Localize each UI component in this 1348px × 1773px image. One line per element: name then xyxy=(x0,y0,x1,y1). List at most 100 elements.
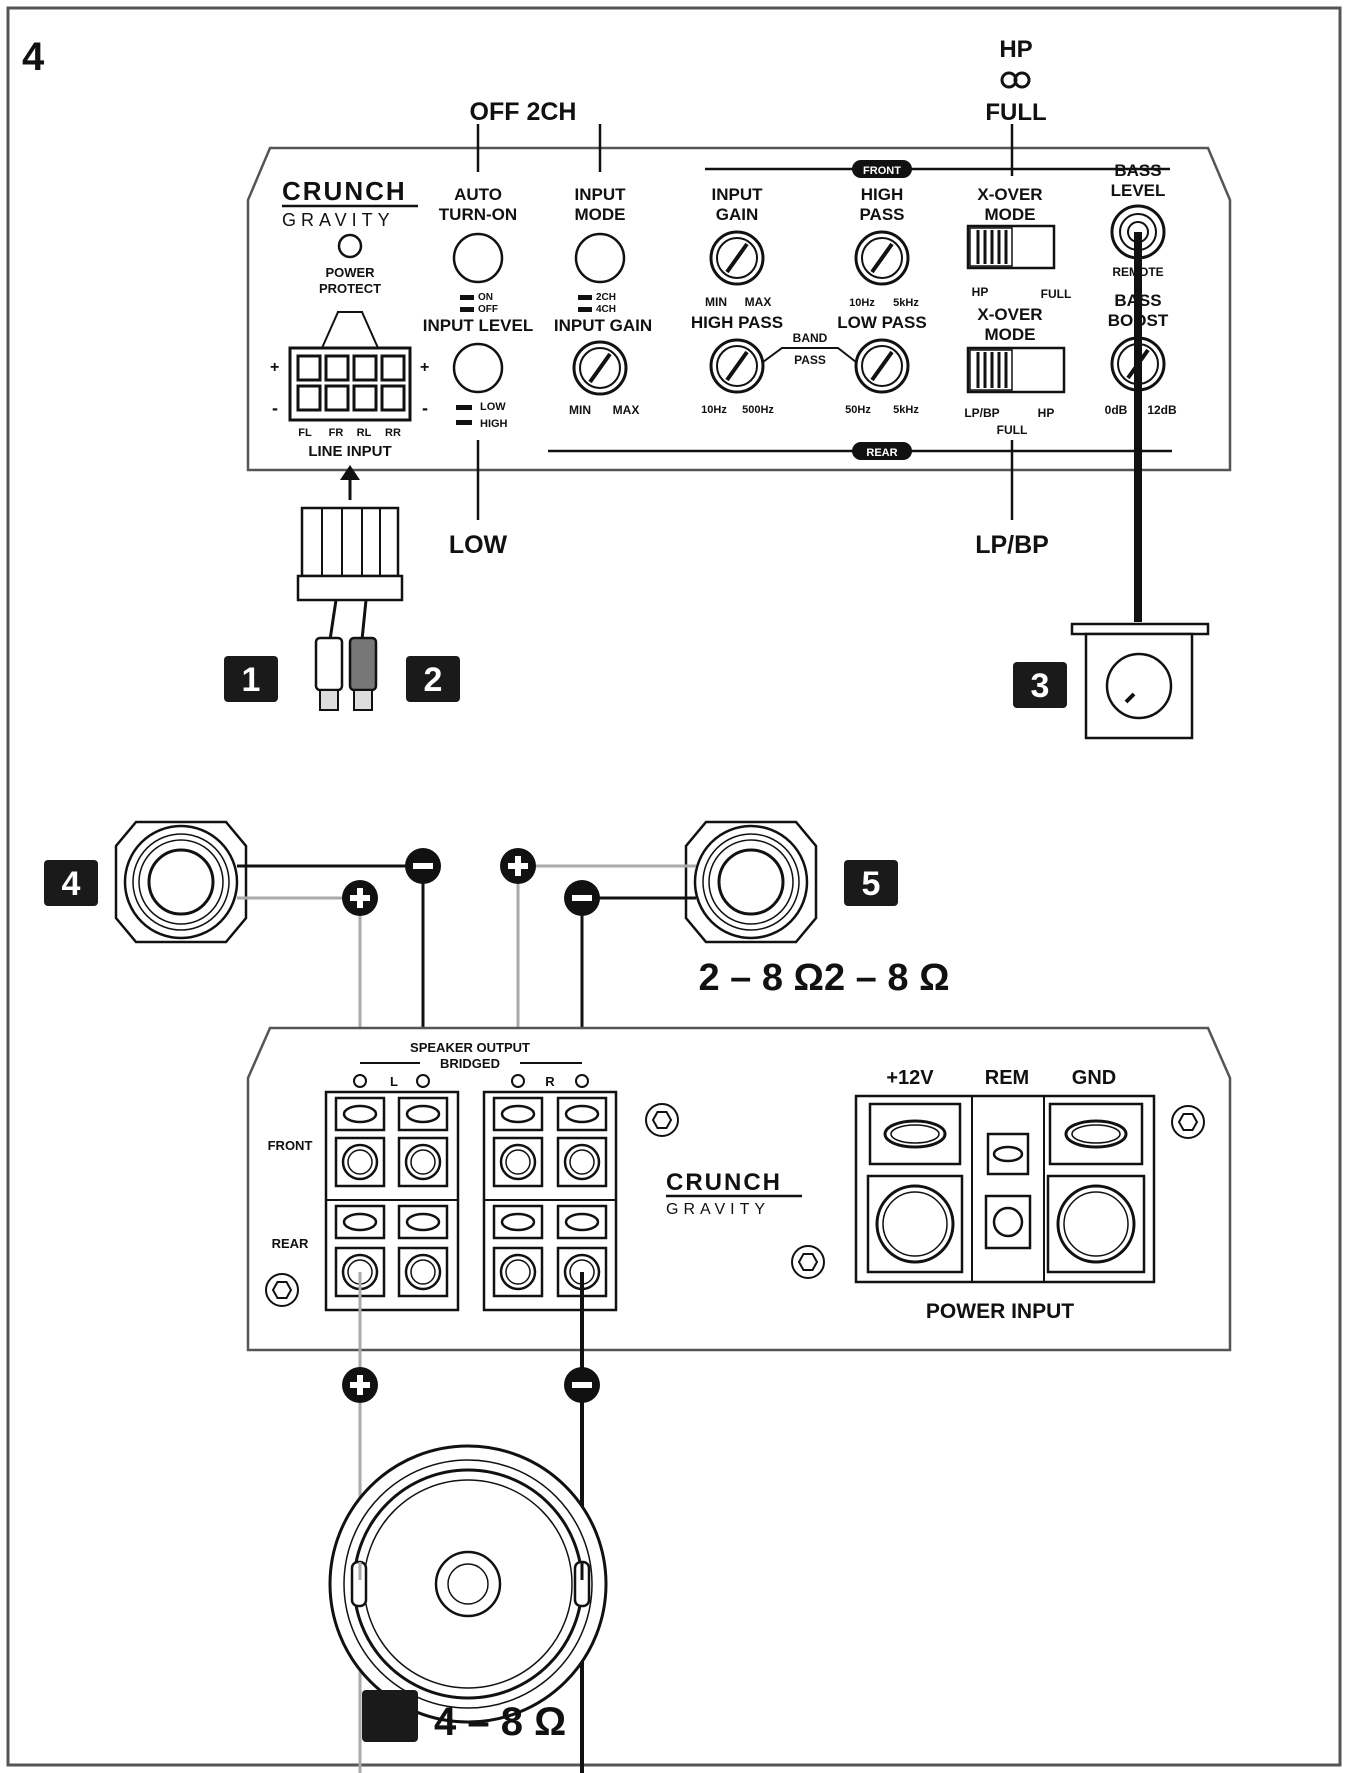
speaker-left-tweeter xyxy=(114,820,248,944)
terminal-front-r-minus[interactable] xyxy=(556,1136,608,1188)
gain-max-label: MAX xyxy=(613,403,640,417)
callout-hp: HP xyxy=(999,36,1032,63)
mode-label: MODE xyxy=(575,205,626,224)
band-label: BAND xyxy=(793,331,828,345)
xover-front-hp: HP xyxy=(972,285,989,299)
amplifier-control-panel: CRUNCH GRAVITY POWER PROTECT + + - - FL … xyxy=(246,146,1232,622)
callout-full: FULL xyxy=(985,99,1046,126)
xover-rear-hp: HP xyxy=(1038,406,1055,420)
bridged-label: BRIDGED xyxy=(440,1056,500,1071)
high-pass-front-label-1: HIGH xyxy=(861,185,904,204)
callout-switch-symbol-right xyxy=(1013,71,1031,89)
terminal-panel-subbrand-logo: GRAVITY xyxy=(666,1201,770,1218)
mode-4ch-marker xyxy=(578,307,592,312)
auto-on-label: ON xyxy=(478,292,493,303)
mode-4ch-label: 4CH xyxy=(596,304,616,315)
front-gain-max-label: MAX xyxy=(745,295,772,309)
front-label: FRONT xyxy=(863,165,901,177)
rear-pill xyxy=(852,442,912,460)
remote-bass-controller[interactable] xyxy=(1070,622,1210,740)
auto-turn-on-button[interactable] xyxy=(452,232,504,284)
figure-number: 4 xyxy=(22,35,45,79)
rear-terminal-label: REAR xyxy=(272,1236,309,1251)
rear-label: REAR xyxy=(866,447,897,459)
badge-2: 2 xyxy=(406,656,460,702)
level-high-marker xyxy=(456,420,472,425)
polarity-minus-right xyxy=(564,880,600,916)
mode-2ch-label: 2CH xyxy=(596,292,616,303)
band-pass-bracket xyxy=(762,347,857,363)
power-label: POWER xyxy=(325,265,375,280)
callout-off-2ch: OFF 2CH xyxy=(470,98,577,126)
rca-plug-white xyxy=(314,636,344,711)
polarity-minus-left xyxy=(405,848,441,884)
v12-label: +12V xyxy=(886,1067,934,1089)
low-pass-rear-label: LOW PASS xyxy=(837,313,926,332)
speaker-output-label: SPEAKER OUTPUT xyxy=(410,1040,530,1055)
high-pass-front-knob[interactable] xyxy=(854,230,910,286)
panel-brand-logo: CRUNCH xyxy=(282,176,407,206)
gain-min-label: MIN xyxy=(569,403,591,417)
channel-rl: RL xyxy=(357,427,372,439)
woofer-speaker xyxy=(328,1444,608,1724)
impedance-upper: 2 – 8 Ω2 – 8 Ω xyxy=(698,957,949,999)
xover-front-switch[interactable] xyxy=(966,224,1056,270)
low-pass-rear-knob[interactable] xyxy=(854,338,910,394)
bass-level-label-1: BASS xyxy=(1114,161,1161,180)
badge-3: 3 xyxy=(1013,662,1067,708)
input-label: INPUT xyxy=(575,185,627,204)
channel-rr: RR xyxy=(385,427,401,439)
polarity-minus-woofer xyxy=(564,1367,600,1403)
line-input-minus-left: - xyxy=(272,398,278,418)
terminal-rear-r-plus[interactable] xyxy=(492,1246,544,1298)
xover-rear-label-1: X-OVER xyxy=(977,305,1042,324)
svg-text:5: 5 xyxy=(862,865,881,903)
high-pass-rear-knob[interactable] xyxy=(709,338,765,394)
hp-front-5khz: 5kHz xyxy=(893,297,919,309)
channel-l-label: L xyxy=(390,1074,398,1089)
turn-on-label: TURN-ON xyxy=(439,205,517,224)
terminal-rear-l-minus[interactable] xyxy=(397,1246,449,1298)
rem-label: REM xyxy=(985,1067,1029,1089)
terminal-front-l-minus[interactable] xyxy=(397,1136,449,1188)
high-pass-rear-label: HIGH PASS xyxy=(691,313,783,332)
svg-text:2: 2 xyxy=(424,661,443,699)
input-gain-rear-knob[interactable] xyxy=(572,340,628,396)
input-gain-front-label-1: INPUT xyxy=(712,185,764,204)
input-mode-button[interactable] xyxy=(574,232,626,284)
hex-screw-2 xyxy=(791,1245,825,1279)
mode-2ch-marker xyxy=(578,295,592,300)
power-protect-led xyxy=(337,233,363,259)
front-pill xyxy=(852,160,912,178)
hp-rear-10hz: 10Hz xyxy=(701,404,727,416)
front-terminal-label: FRONT xyxy=(268,1138,313,1153)
impedance-lower: 4 – 8 Ω xyxy=(434,1700,566,1744)
auto-off-label: OFF xyxy=(478,304,498,315)
power-input-label: POWER INPUT xyxy=(926,1300,1074,1323)
input-gain-front-knob[interactable] xyxy=(709,230,765,286)
svg-text:4: 4 xyxy=(62,865,81,903)
speaker-right-tweeter xyxy=(684,820,818,944)
callout-low: LOW xyxy=(449,531,508,559)
level-low-marker xyxy=(456,405,472,410)
input-gain-rear-label: INPUT GAIN xyxy=(554,316,652,335)
xover-rear-full: FULL xyxy=(997,423,1028,437)
polarity-plus-left xyxy=(342,880,378,916)
auto-label: AUTO xyxy=(454,185,502,204)
terminal-front-r-plus[interactable] xyxy=(492,1136,544,1188)
line-input-connector[interactable] xyxy=(288,311,412,422)
terminal-front-l-plus[interactable] xyxy=(334,1136,386,1188)
badge-5: 5 xyxy=(844,860,898,906)
input-level-button[interactable] xyxy=(452,342,504,394)
amplifier-terminal-panel: SPEAKER OUTPUT BRIDGED L R FRONT REAR xyxy=(246,1026,1232,1352)
xover-rear-switch[interactable] xyxy=(966,346,1066,394)
protect-label: PROTECT xyxy=(319,281,381,296)
xover-rear-label-2: MODE xyxy=(985,325,1036,344)
badge-blank xyxy=(362,1690,418,1742)
level-high-label: HIGH xyxy=(480,418,508,430)
auto-on-marker xyxy=(460,295,474,300)
level-low-label: LOW xyxy=(480,401,506,413)
hex-screw-3 xyxy=(265,1273,299,1307)
svg-text:1: 1 xyxy=(242,661,261,699)
